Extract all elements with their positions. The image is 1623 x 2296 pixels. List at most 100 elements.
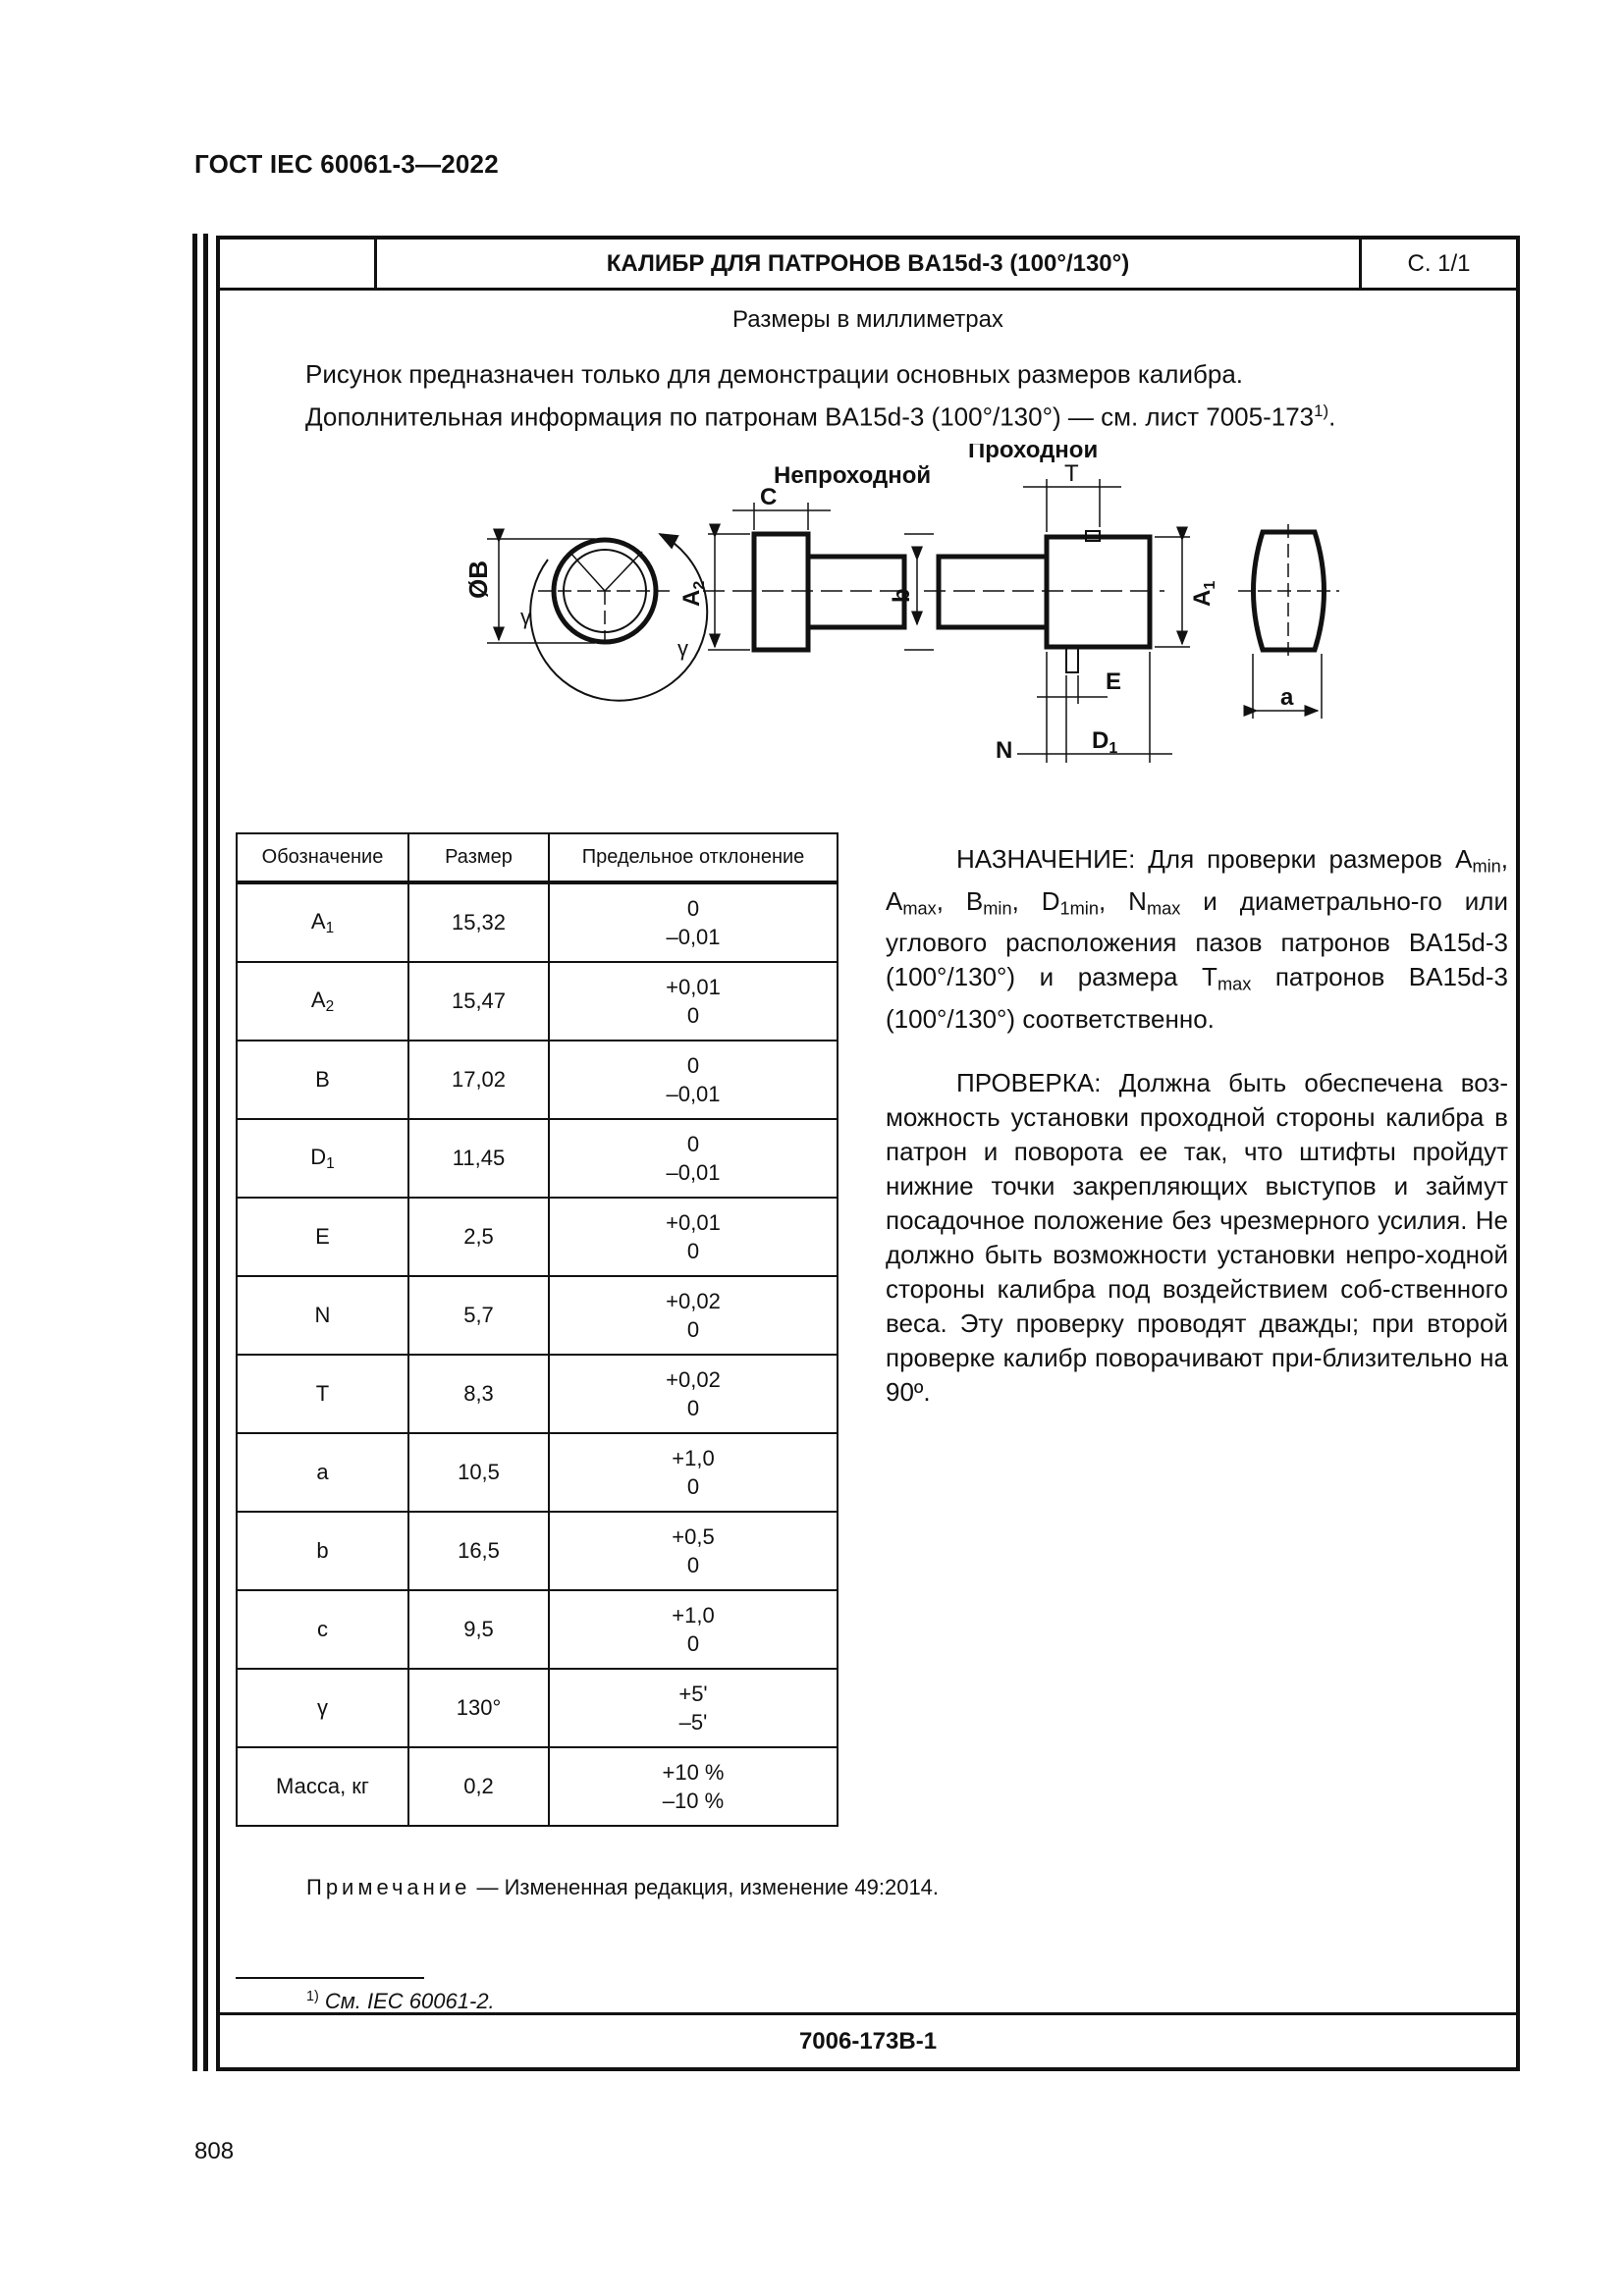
tolerance-upper: +0,5: [672, 1524, 715, 1549]
no-go-head: [751, 531, 811, 653]
purpose-paragraph: НАЗНАЧЕНИЕ: Для проверки размеров Amin, …: [886, 844, 1508, 1034]
check-paragraph: ПРОВЕРКА: Должна быть обеспечена воз-мож…: [886, 1067, 1508, 1407]
label-gamma-2: γ: [677, 636, 688, 661]
symbol-cell: N: [236, 1275, 409, 1356]
symbol-cell: E: [236, 1197, 409, 1277]
tolerance-cell: +1,0 0: [548, 1589, 839, 1670]
document-header: ГОСТ IEC 60061-3—2022: [194, 149, 499, 179]
symbol-text: Масса, кг: [276, 1774, 369, 1798]
intro-line-1: Рисунок предназначен только для демонстр…: [305, 359, 1244, 389]
side-view-outline: [1251, 529, 1326, 653]
symbol-cell: Масса, кг: [236, 1746, 409, 1827]
footnote-text: См. IEC 60061-2.: [318, 1989, 495, 2013]
dimensions-table: Обозначение Размер Предельное отклонение…: [236, 832, 839, 1827]
note-label: Примечание: [306, 1875, 471, 1899]
table-row: γ 130°+5'–5': [236, 1668, 839, 1748]
tolerance-cell: +0,01 0: [548, 1197, 839, 1277]
label-no-go: Непроходной: [774, 462, 931, 489]
symbol-cell: γ: [236, 1668, 409, 1748]
symbol-text: D: [310, 1144, 327, 1169]
margin-bar: [192, 234, 197, 2071]
tolerance-upper: +1,0: [672, 1603, 715, 1628]
tolerance-lower: –0,01: [666, 925, 721, 949]
tolerance-cell: +10 %–10 %: [548, 1746, 839, 1827]
symbol-cell: b: [236, 1511, 409, 1591]
intro-line-2: Дополнительная информация по патронам BA…: [305, 393, 1335, 435]
label-go: Проходной: [968, 444, 1098, 463]
symbol-text: N: [314, 1303, 331, 1327]
label-a1: A1: [1189, 581, 1218, 607]
symbol-text: B: [315, 1067, 330, 1092]
sheet-frame: КАЛИБР ДЛЯ ПАТРОНОВ BA15d-3 (100°/130°) …: [216, 236, 1520, 2071]
symbol-cell: D1: [236, 1118, 409, 1199]
tolerance-upper: 0: [686, 1053, 700, 1078]
size-cell: 130°: [407, 1668, 550, 1748]
description-text: НАЗНАЧЕНИЕ: Для проверки размеров Amin, …: [886, 842, 1508, 1439]
size-cell: 11,45: [407, 1118, 550, 1199]
size-cell: 15,32: [407, 881, 550, 963]
gauge-drawing: ØB γ γ Непроходной C A2 b Проходной T A1…: [463, 444, 1339, 764]
label-e: E: [1106, 668, 1121, 695]
intro-text: Рисунок предназначен только для демонстр…: [305, 355, 1335, 435]
symbol-subscript: 1: [325, 919, 335, 936]
col-header-tolerance: Предельное отклонение: [548, 832, 839, 883]
divider: [1359, 240, 1362, 288]
col-header-size: Размер: [407, 832, 550, 883]
title-blank-cell: [220, 240, 374, 288]
tolerance-lower: –0,01: [666, 1082, 721, 1106]
tolerance-lower: 0: [686, 1239, 700, 1263]
tolerance-cell: +5'–5': [548, 1668, 839, 1748]
sheet-title: КАЛИБР ДЛЯ ПАТРОНОВ BA15d-3 (100°/130°): [606, 249, 1130, 277]
size-cell: 5,7: [407, 1275, 550, 1356]
symbol-text: E: [315, 1224, 330, 1249]
symbol-cell: T: [236, 1354, 409, 1434]
symbol-cell: A1: [236, 881, 409, 963]
symbol-text: A: [310, 908, 326, 934]
symbol-text: A: [310, 987, 326, 1012]
footnote-mark: 1): [306, 1989, 319, 2005]
tolerance-lower: 0: [686, 1396, 700, 1420]
label-dia-b: ØB: [463, 561, 493, 599]
margin-bar: [203, 234, 208, 2071]
tolerance-lower: 0: [686, 1631, 700, 1656]
size-cell: 0,2: [407, 1746, 550, 1827]
no-go-shaft: [805, 554, 907, 630]
tolerance-cell: 0 –0,01: [548, 1040, 839, 1120]
footnote: 1) См. IEC 60061-2.: [306, 1989, 495, 2014]
tolerance-upper: +0,01: [666, 1210, 721, 1235]
label-a2: A2: [678, 581, 708, 607]
symbol-subscript: 2: [325, 997, 335, 1015]
footnote-rule: [236, 1977, 424, 1979]
symbol-text: γ: [317, 1695, 328, 1720]
size-cell: 8,3: [407, 1354, 550, 1434]
table-row: Масса, кг 0,2+10 %–10 %: [236, 1746, 839, 1827]
tolerance-lower: 0: [686, 1474, 700, 1499]
tolerance-upper: 0: [686, 1132, 700, 1156]
symbol-subscript: 1: [326, 1154, 335, 1172]
page-indicator: С. 1/1: [1407, 249, 1471, 277]
tolerance-lower: –10 %: [662, 1789, 725, 1813]
page-number: 808: [194, 2138, 235, 2164]
table-row: E 2,5 +0,01 0: [236, 1197, 839, 1277]
size-cell: 16,5: [407, 1511, 550, 1591]
symbol-cell: B: [236, 1040, 409, 1120]
label-d1: D1: [1092, 727, 1117, 757]
go-pin: [1085, 530, 1101, 542]
intro-line-2-text: Дополнительная информация по патронам BA…: [305, 401, 1315, 432]
tolerance-lower: 0: [686, 1003, 700, 1028]
size-cell: 2,5: [407, 1197, 550, 1277]
tolerance-lower: –0,01: [666, 1160, 721, 1185]
symbol-text: a: [316, 1460, 329, 1484]
